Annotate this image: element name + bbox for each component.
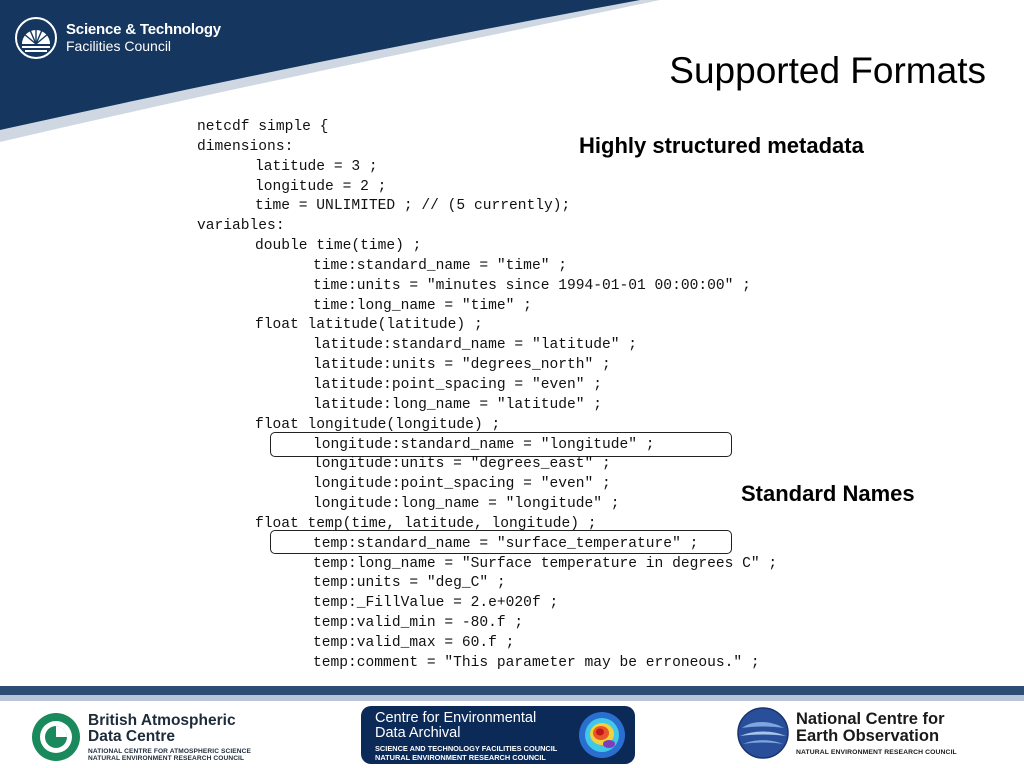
code-line: temp:units = "deg_C" ; [313, 575, 506, 592]
highlight-temp-standard-name [270, 530, 732, 554]
ceda-title-line1: Centre for Environmental [375, 710, 537, 726]
code-line: variables: [197, 218, 285, 235]
code-line: time:units = "minutes since 1994-01-01 0… [313, 277, 751, 294]
code-line: temp:valid_min = -80.f ; [313, 615, 524, 632]
code-line: float latitude(latitude) ; [255, 317, 483, 334]
code-line: longitude:standard_name = "longitude" ; [313, 436, 655, 453]
code-line: time:long_name = "time" ; [313, 297, 532, 314]
nceo-logo: National Centre for Earth Observation NA… [736, 706, 957, 760]
code-line: time = UNLIMITED ; // (5 currently); [255, 198, 571, 215]
callout-standard-names: Standard Names [741, 481, 915, 506]
code-line: temp:valid_max = 60.f ; [313, 634, 515, 651]
code-line: longitude = 2 ; [255, 178, 387, 195]
code-line: longitude:point_spacing = "even" ; [313, 476, 611, 493]
code-line: temp:long_name = "Surface temperature in… [313, 555, 778, 572]
code-line: latitude:standard_name = "latitude" ; [313, 337, 638, 354]
ceda-subtitle-line1: SCIENCE AND TECHNOLOGY FACILITIES COUNCI… [375, 744, 558, 753]
badc-subtitle-line1: NATIONAL CENTRE FOR ATMOSPHERIC SCIENCE [88, 747, 252, 755]
ceda-globe-icon [579, 712, 625, 758]
nceo-subtitle-line1: NATURAL ENVIRONMENT RESEARCH COUNCIL [796, 748, 957, 756]
footer-bar-light [0, 695, 1024, 701]
nceo-title-line1: National Centre for [796, 709, 945, 728]
callout-highly-structured-metadata: Highly structured metadata [579, 133, 864, 158]
badc-title-line1: British Atmospheric [88, 711, 236, 729]
code-line: float longitude(longitude) ; [255, 416, 501, 433]
code-line: double time(time) ; [255, 238, 422, 255]
slide-title: Supported Formats [669, 50, 986, 91]
code-line: temp:comment = "This parameter may be er… [313, 654, 760, 671]
stfc-logo: Science & Technology Facilities Council [14, 16, 221, 60]
code-line: dimensions: [197, 138, 294, 155]
code-line: netcdf simple { [197, 119, 329, 135]
header-band [0, 0, 660, 142]
badc-subtitle-line2: NATURAL ENVIRONMENT RESEARCH COUNCIL [88, 754, 245, 762]
highlight-longitude-standard-name [270, 432, 732, 457]
code-line: longitude:long_name = "longitude" ; [313, 496, 620, 513]
footer-bar-dark [0, 686, 1024, 695]
footer-logos: British Atmospheric Data Centre NATIONAL… [0, 701, 1024, 768]
code-line: latitude = 3 ; [255, 158, 378, 175]
code-line: temp:_FillValue = 2.e+020f ; [313, 595, 559, 612]
nceo-earth-icon [737, 707, 789, 759]
netcdf-code-listing: netcdf simple { dimensions: latitude = 3 ;… [197, 118, 777, 674]
badc-title-line2: Data Centre [88, 727, 175, 745]
code-line: temp:standard_name = "surface_temperatur… [313, 535, 699, 552]
code-line: longitude:units = "degrees_east" ; [313, 456, 611, 473]
ceda-logo: Centre for Environmental Data Archival S… [361, 706, 635, 764]
code-line: float temp(time, latitude, longitude) ; [255, 515, 597, 532]
code-line: latitude:long_name = "latitude" ; [313, 396, 603, 413]
nceo-title-line2: Earth Observation [796, 726, 940, 745]
stfc-sunburst-icon [15, 17, 57, 59]
badc-logo: British Atmospheric Data Centre NATIONAL… [30, 711, 251, 763]
badc-ring-icon [32, 713, 80, 761]
stfc-org-name-line1: Science & Technology [66, 21, 221, 38]
ceda-subtitle-line2: NATURAL ENVIRONMENT RESEARCH COUNCIL [375, 753, 546, 762]
ceda-title-line2: Data Archival [375, 725, 461, 741]
stfc-org-name-line2: Facilities Council [66, 38, 172, 54]
code-line: latitude:point_spacing = "even" ; [313, 376, 603, 393]
code-line: time:standard_name = "time" ; [313, 257, 567, 274]
code-line: latitude:units = "degrees_north" ; [313, 357, 611, 374]
